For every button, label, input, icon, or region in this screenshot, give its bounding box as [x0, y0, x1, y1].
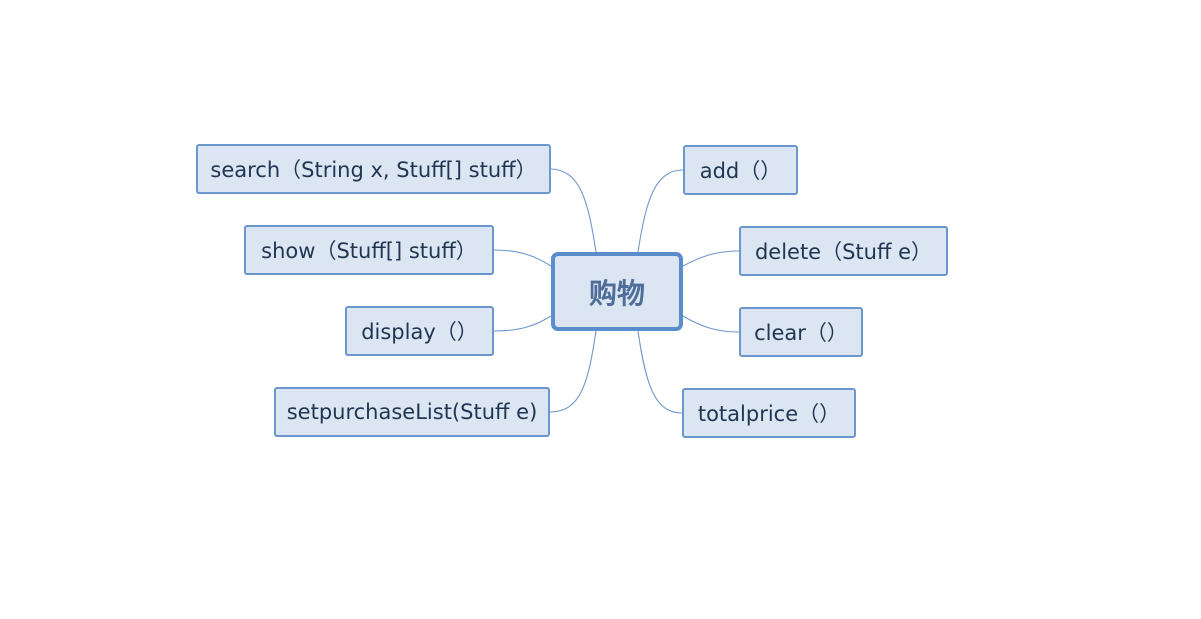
central-topic-label: 购物	[588, 276, 645, 310]
topic-search-label: search（String x, Stuff[] stuff）	[210, 158, 537, 182]
topic-clear[interactable]: clear（）	[739, 307, 863, 357]
topic-add[interactable]: add（）	[683, 145, 798, 195]
connector-show	[493, 249, 552, 267]
topic-delete[interactable]: delete（Stuff e）	[739, 226, 948, 276]
connector-setpurchaselist	[549, 330, 597, 413]
topic-search[interactable]: search（String x, Stuff[] stuff）	[196, 144, 551, 194]
topic-add-label: add（）	[699, 159, 782, 183]
connector-add	[637, 169, 684, 253]
connector-search	[550, 168, 597, 253]
topic-show[interactable]: show（Stuff[] stuff）	[244, 225, 494, 275]
topic-display[interactable]: display（）	[345, 306, 494, 356]
connector-clear	[682, 315, 740, 333]
topic-delete-label: delete（Stuff e）	[754, 240, 933, 264]
topic-display-label: display（）	[361, 320, 478, 344]
connector-display	[493, 315, 552, 332]
topic-totalprice-label: totalprice（）	[697, 402, 841, 426]
topic-clear-label: clear（）	[754, 321, 848, 345]
topic-setpurchaselist[interactable]: setpurchaseList(Stuff e)	[274, 387, 550, 437]
connector-delete	[682, 250, 740, 267]
central-topic[interactable]: 购物	[551, 252, 683, 331]
connector-totalprice	[637, 330, 683, 414]
topic-totalprice[interactable]: totalprice（）	[682, 388, 856, 438]
topic-show-label: show（Stuff[] stuff）	[261, 239, 477, 263]
topic-setpurchaselist-label: setpurchaseList(Stuff e)	[286, 400, 538, 424]
